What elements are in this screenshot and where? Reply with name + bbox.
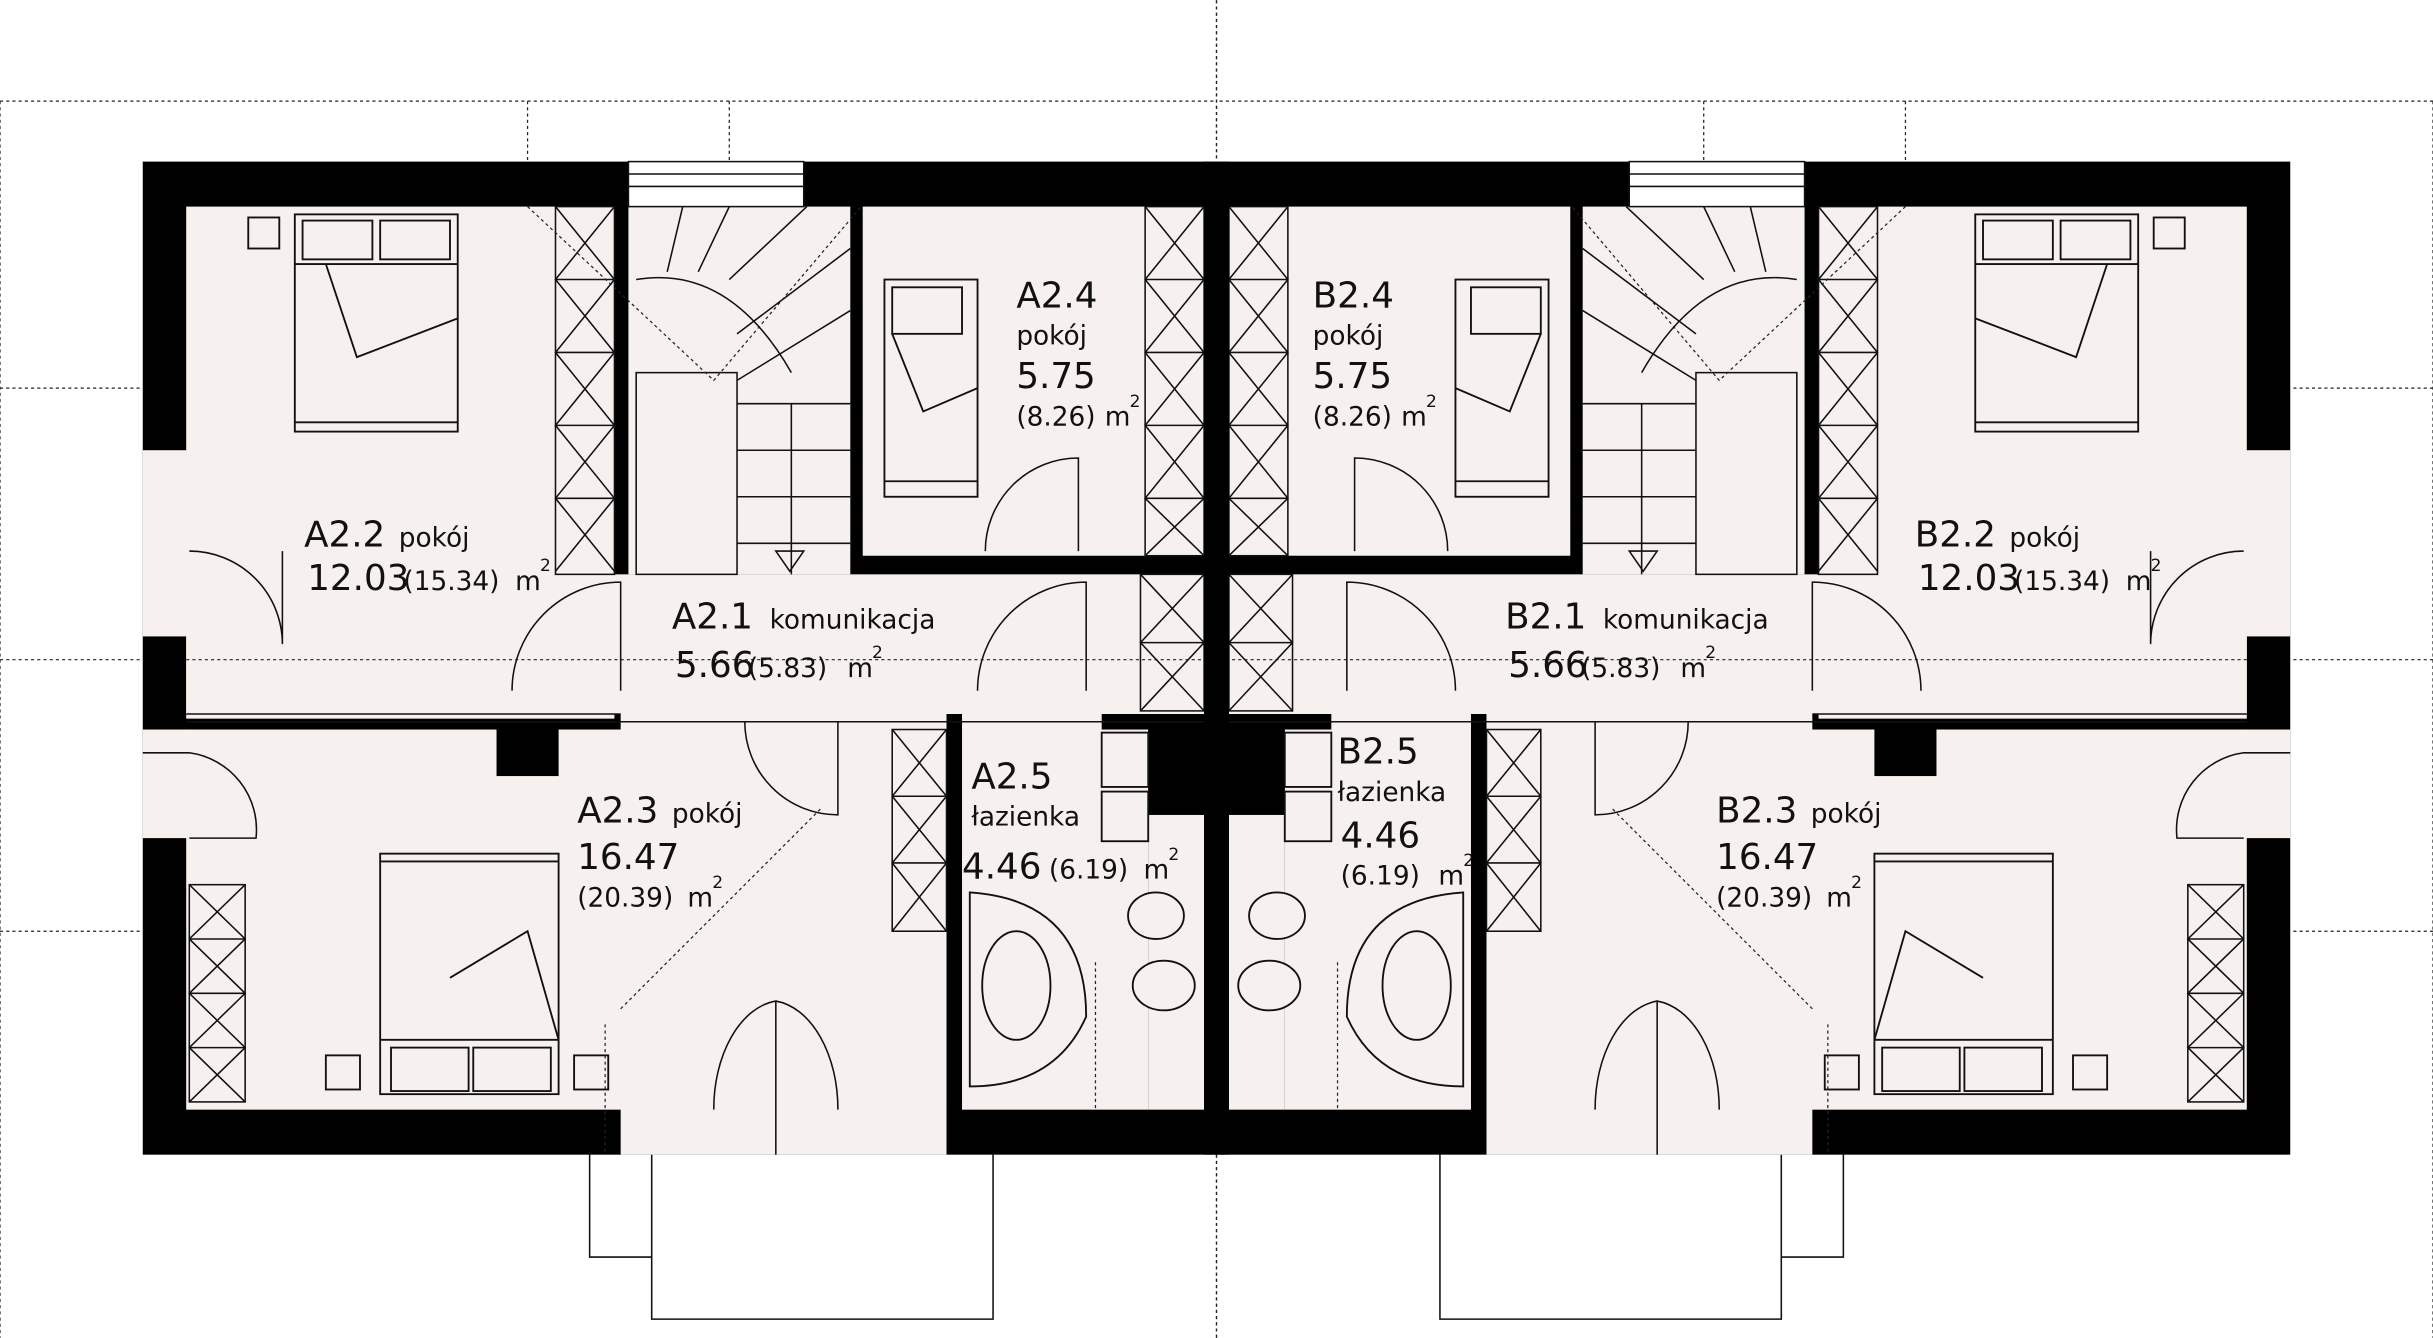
unit-sup: 2 — [712, 873, 723, 893]
room-area: 12.03 — [1918, 558, 2020, 599]
room-area: 4.46 — [962, 846, 1041, 887]
room-area: 16.47 — [1716, 837, 1818, 878]
room-a2-5: A2.5 łazienka 4.46 (6.19) m 2 — [962, 756, 1179, 887]
room-b2-5: B2.5 łazienka 4.46 (6.19) m 2 — [1338, 732, 1475, 892]
room-gross: (8.26) — [1016, 402, 1095, 432]
room-name: pokój — [2009, 523, 2080, 553]
room-name: pokój — [1313, 322, 1384, 352]
unit-sup: 2 — [2151, 556, 2162, 576]
party-wall — [1204, 161, 1229, 1155]
unit-b — [1215, 0, 2433, 1338]
room-code: A2.3 — [577, 791, 658, 832]
room-area: 12.03 — [307, 558, 409, 599]
room-gross: (20.39) — [577, 883, 673, 913]
room-code: B2.2 — [1915, 514, 1996, 555]
unit-sup: 2 — [1705, 643, 1716, 663]
room-code: A2.5 — [971, 756, 1052, 797]
room-area: 4.46 — [1341, 815, 1420, 856]
room-b2-3: B2.3 pokój 16.47 (20.39) m 2 — [1716, 791, 1881, 914]
unit-sup: 2 — [1168, 845, 1179, 865]
room-gross: (20.39) — [1716, 883, 1812, 913]
room-area: 5.75 — [1313, 356, 1392, 397]
room-a2-2: A2.2 pokój 12.03 (15.34) m 2 — [304, 514, 551, 598]
unit: m — [1144, 855, 1170, 885]
room-name: łazienka — [971, 803, 1080, 833]
room-area: 5.75 — [1016, 356, 1095, 397]
unit: m — [1826, 883, 1852, 913]
unit: m — [1438, 862, 1464, 892]
unit-sup: 2 — [1130, 392, 1141, 412]
room-gross: (6.19) — [1049, 855, 1128, 885]
unit-sup: 2 — [1463, 851, 1474, 871]
room-code: B2.1 — [1505, 597, 1586, 638]
unit: m — [1401, 402, 1427, 432]
unit: m — [1680, 654, 1706, 684]
unit-sup: 2 — [872, 643, 883, 663]
room-name: pokój — [1811, 800, 1882, 830]
room-b2-4: B2.4 pokój 5.75 (8.26) m 2 — [1313, 275, 1437, 432]
room-gross: (15.34) — [403, 567, 499, 597]
room-area: 16.47 — [577, 837, 679, 878]
room-b2-1: B2.1 komunikacja 5.66 (5.83) m 2 — [1505, 597, 1769, 686]
unit-sup: 2 — [540, 556, 551, 576]
room-gross: (5.83) — [1581, 654, 1660, 684]
room-name: pokój — [1016, 322, 1087, 352]
unit: m — [687, 883, 713, 913]
room-code: A2.2 — [304, 514, 385, 555]
unit: m — [2126, 567, 2152, 597]
room-gross: (8.26) — [1313, 402, 1392, 432]
unit-sup: 2 — [1426, 392, 1437, 412]
unit: m — [1105, 402, 1131, 432]
room-b2-2: B2.2 pokój 12.03 (15.34) m 2 — [1915, 514, 2162, 598]
room-a2-3: A2.3 pokój 16.47 (20.39) m 2 — [577, 791, 742, 914]
room-code: A2.4 — [1016, 275, 1097, 316]
room-gross: (5.83) — [748, 654, 827, 684]
room-gross: (15.34) — [2014, 567, 2110, 597]
unit-a — [0, 0, 1218, 1338]
room-gross: (6.19) — [1341, 862, 1420, 892]
room-name: łazienka — [1338, 778, 1447, 808]
room-name: komunikacja — [770, 606, 936, 636]
room-code: B2.4 — [1313, 275, 1394, 316]
room-code: B2.5 — [1338, 732, 1419, 773]
room-name: komunikacja — [1603, 606, 1769, 636]
room-area: 5.66 — [1508, 645, 1587, 686]
room-name: pokój — [399, 523, 470, 553]
room-code: B2.3 — [1716, 791, 1797, 832]
room-name: pokój — [672, 800, 743, 830]
unit-sup: 2 — [1851, 873, 1862, 893]
room-code: A2.1 — [672, 597, 753, 638]
room-area: 5.66 — [675, 645, 754, 686]
unit: m — [515, 567, 541, 597]
room-a2-1: A2.1 komunikacja 5.66 (5.83) m 2 — [672, 597, 936, 686]
unit: m — [847, 654, 873, 684]
room-a2-4: A2.4 pokój 5.75 (8.26) m 2 — [1016, 275, 1140, 432]
